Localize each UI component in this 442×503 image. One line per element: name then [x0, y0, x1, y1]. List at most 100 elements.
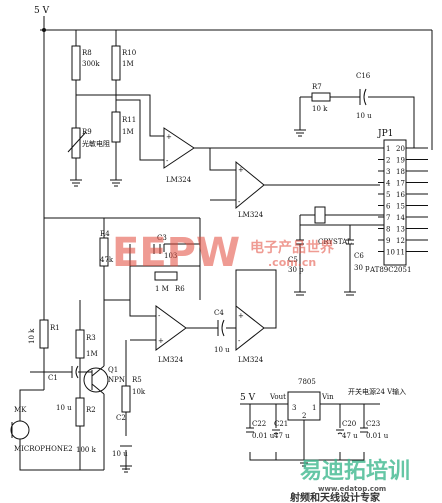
amp2-feedback	[235, 269, 277, 329]
comp1-opamp	[163, 127, 195, 169]
svg-text:-: -	[158, 312, 161, 320]
r8-resistor	[71, 45, 81, 81]
amp1-opamp	[155, 305, 187, 351]
mcu-pin-label: 16	[396, 191, 405, 199]
mcu-pin-label: 8	[386, 226, 390, 234]
svg-text:2: 2	[302, 412, 306, 420]
ground-symbol	[70, 179, 82, 187]
mic-ref: MK	[14, 406, 27, 414]
svg-text:-: -	[238, 337, 241, 345]
q1-type: NPN	[108, 376, 125, 384]
watermark-logo: EEPW	[112, 230, 240, 276]
mic-label: MICROPHONE2	[14, 445, 73, 453]
r3-resistor	[75, 329, 85, 359]
svg-text:+: +	[238, 312, 244, 320]
r6-ref: R6	[175, 285, 185, 293]
microphone	[10, 420, 30, 440]
mcu-pin-label: 6	[386, 203, 391, 211]
svg-text:-: -	[166, 157, 169, 165]
bottom-watermark: 易迪拓培训 www.edatop.com 射频和天线设计专家	[289, 458, 410, 503]
c21-ref: C21	[274, 420, 288, 428]
mcu-pin-label: 18	[396, 168, 405, 176]
c2-value: 10 u	[112, 450, 128, 458]
amp1-label: LM324	[158, 356, 184, 364]
watermark-site: 电子产品世界	[250, 239, 335, 256]
r4-resistor	[99, 237, 109, 267]
c23-ref: C23	[366, 420, 380, 428]
mcu-pin-label: 12	[396, 237, 405, 245]
r9-arrow	[67, 131, 87, 153]
power-caps	[246, 427, 368, 435]
svg-text:-: -	[238, 198, 241, 206]
c2-ref: C2	[116, 414, 126, 422]
mcu-pin-label: 1	[386, 145, 390, 153]
q1-ref: Q1	[108, 366, 118, 374]
crystal-wires	[299, 214, 384, 240]
comp2-label: LM324	[238, 211, 264, 219]
r2-ref: R2	[86, 406, 96, 414]
comp2-inputs	[194, 147, 236, 201]
c1-ref: C1	[48, 374, 58, 382]
watermark-brand: 易迪拓培训	[300, 458, 410, 484]
r4-value: 47k	[100, 256, 114, 264]
amp1-wires	[129, 266, 210, 341]
supply-label: 5 V	[34, 6, 50, 16]
c5-value: 30 p	[288, 266, 304, 274]
r5-c2-wires	[120, 340, 132, 470]
r9-value: 光敏电阻	[82, 139, 110, 148]
watermark-domain: .com.cn	[268, 256, 316, 269]
svg-text:+: +	[166, 133, 172, 141]
r8-r9-wires	[70, 30, 82, 181]
c21-value: 47 u	[274, 432, 290, 440]
eepw-watermark: EEPW 电子产品世界 .com.cn	[112, 230, 335, 276]
r7-value: 10 k	[312, 105, 328, 113]
r5-ref: R5	[132, 376, 142, 384]
c16-capacitor	[359, 88, 367, 106]
r6-resistor	[154, 271, 178, 281]
r3-value: 1M	[86, 350, 98, 358]
r7-resistor	[311, 92, 331, 102]
mcu-pin-label: 4	[386, 180, 391, 188]
c1-capacitor	[66, 365, 88, 379]
c22-value: 0.01 u	[252, 432, 275, 440]
vout-label: Vout	[269, 393, 286, 401]
c4-ref: C4	[214, 309, 224, 317]
r1-value: 10 k	[28, 328, 36, 344]
r9-ref: R9	[82, 128, 92, 136]
jp1-part: AT89C2051	[369, 266, 411, 274]
q1-leads	[88, 300, 105, 470]
r10-value: 1M	[122, 60, 134, 68]
c5-ref: C5	[288, 256, 298, 264]
c3-value: 103	[164, 252, 177, 260]
jp1-ref: JP1	[377, 129, 393, 139]
c16-ref: C16	[356, 72, 371, 80]
mcu-pin-label: 11	[396, 249, 405, 257]
crystal-label: CRYSTAL	[318, 238, 352, 246]
crystal	[314, 206, 326, 224]
mcu-pin-label: 5	[386, 191, 390, 199]
r11-ref: R11	[122, 116, 136, 124]
c20-ref: C20	[342, 420, 356, 428]
r1-ref: R1	[50, 324, 60, 332]
ground-symbol	[110, 179, 122, 187]
mcu-pin-label: 9	[386, 237, 390, 245]
mcu-pin-label: 10	[386, 249, 395, 257]
mcu-pin-label: 15	[396, 203, 405, 211]
svg-text:+: +	[238, 166, 244, 174]
r11-resistor	[111, 111, 121, 143]
amp2-label: LM324	[238, 356, 264, 364]
r5-resistor	[121, 385, 131, 413]
mcu-pin-label: 7	[386, 214, 390, 222]
c6-value: 30 p	[354, 264, 370, 272]
mcu-jp1	[383, 139, 407, 266]
r10-ref: R10	[122, 49, 136, 57]
r11-value: 1M	[122, 128, 134, 136]
c3-ref: C3	[157, 234, 167, 242]
r1-wires	[30, 300, 66, 390]
r2-value: 100 k	[76, 446, 97, 454]
power-input-note: 开关电源24 V输入	[348, 387, 406, 396]
watermark-url: www.edatop.com	[318, 485, 386, 493]
c23-value: 0.01 u	[366, 432, 389, 440]
